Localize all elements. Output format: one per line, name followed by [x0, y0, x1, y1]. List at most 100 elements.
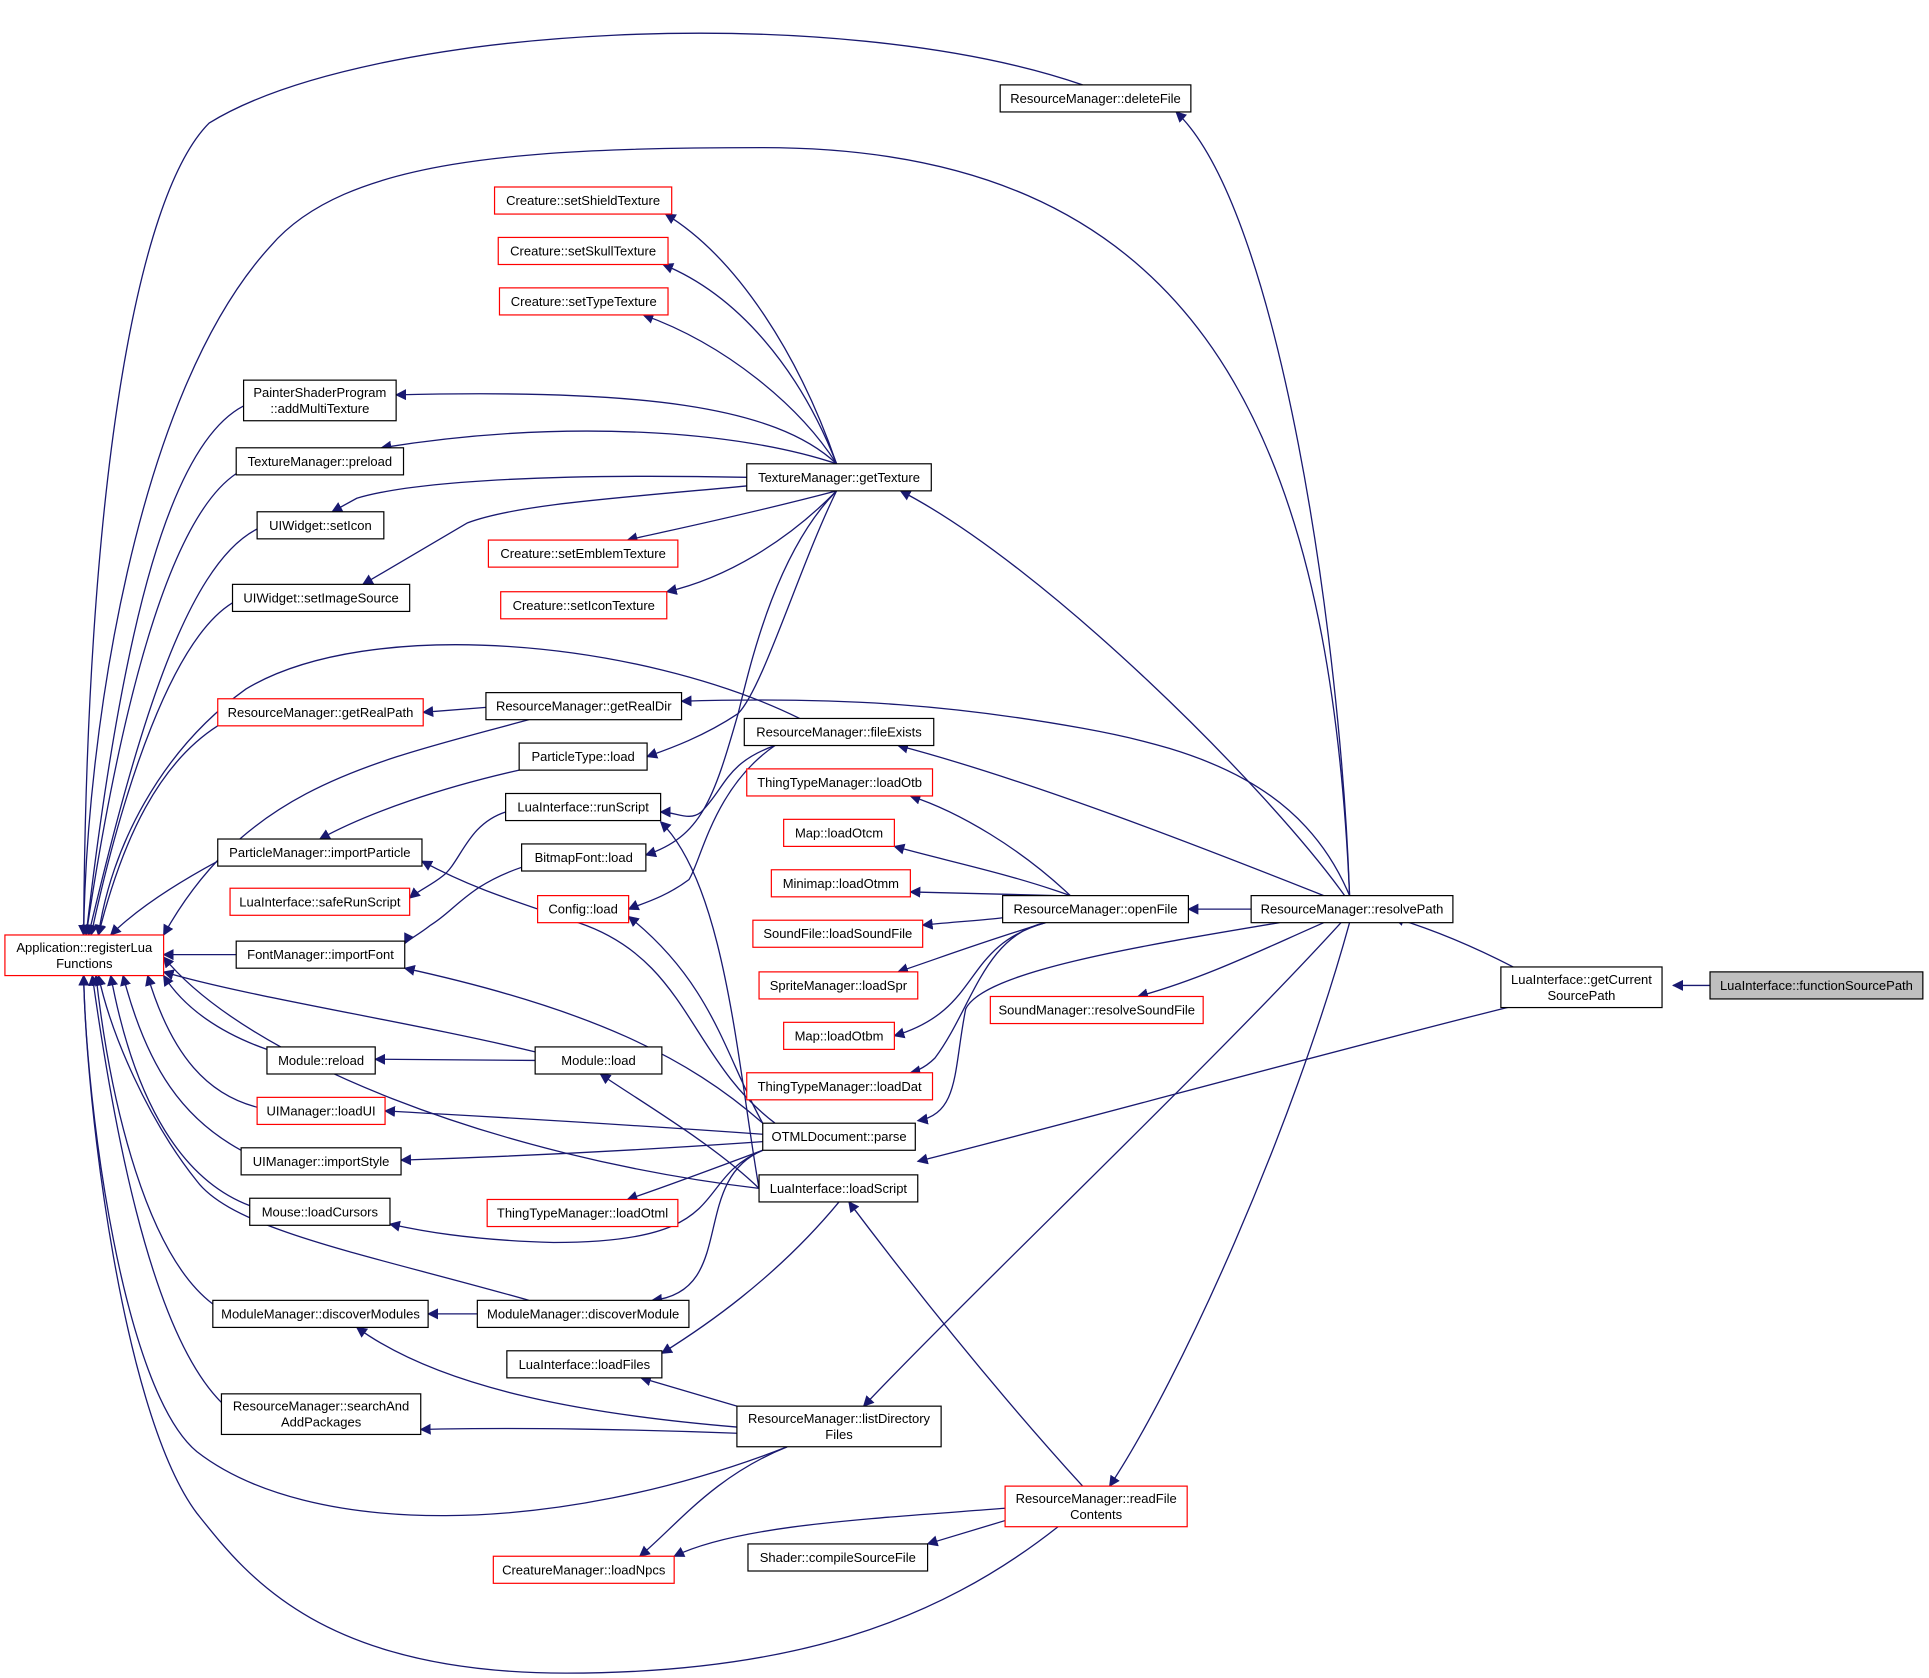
node-box[interactable] — [231, 583, 411, 613]
node-box[interactable] — [242, 379, 397, 422]
node-box[interactable] — [999, 84, 1192, 113]
node-box[interactable] — [235, 447, 405, 476]
node-box[interactable] — [1709, 971, 1924, 1000]
node-box[interactable] — [518, 742, 648, 771]
node-lotb[interactable]: ThingTypeManager::loadOtb — [746, 768, 934, 797]
node-gt[interactable]: TextureManager::getTexture — [746, 463, 932, 492]
node-box[interactable] — [235, 940, 406, 969]
node-cmln[interactable]: CreatureManager::loadNpcs — [492, 1555, 675, 1584]
node-box[interactable] — [217, 698, 424, 727]
node-box[interactable] — [752, 919, 924, 948]
node-box[interactable] — [249, 1197, 391, 1226]
node-box[interactable] — [487, 539, 679, 568]
node-box[interactable] — [746, 1072, 934, 1101]
node-bfl[interactable]: BitmapFont::load — [521, 843, 647, 872]
node-box[interactable] — [1002, 895, 1190, 924]
node-box[interactable] — [1500, 966, 1663, 1009]
node-lilf[interactable]: LuaInterface::loadFiles — [506, 1350, 663, 1379]
node-stt[interactable]: Creature::setTypeTexture — [498, 287, 669, 316]
node-box[interactable] — [521, 843, 647, 872]
node-mlotbm[interactable]: Map::loadOtbm — [783, 1021, 895, 1050]
node-box[interactable] — [746, 768, 934, 797]
node-uiis[interactable]: UIManager::importStyle — [240, 1147, 402, 1176]
node-box[interactable] — [758, 1174, 919, 1203]
node-tmp[interactable]: TextureManager::preload — [235, 447, 405, 476]
node-mlc[interactable]: Mouse::loadCursors — [249, 1197, 391, 1226]
node-box[interactable] — [506, 1350, 663, 1379]
node-wsi[interactable]: UIWidget::setIcon — [256, 511, 385, 540]
node-box[interactable] — [497, 236, 669, 266]
node-rp[interactable]: ResourceManager::resolvePath — [1250, 895, 1454, 924]
node-box[interactable] — [492, 1555, 675, 1584]
node-grd[interactable]: ResourceManager::getRealDir — [485, 692, 683, 721]
node-modrl[interactable]: Module::reload — [266, 1046, 376, 1075]
node-box[interactable] — [493, 186, 673, 215]
node-smls[interactable]: SpriteManager::loadSpr — [758, 971, 919, 1000]
node-grp[interactable]: ResourceManager::getRealPath — [217, 698, 424, 727]
node-box[interactable] — [762, 1122, 916, 1151]
node-box[interactable] — [486, 1198, 679, 1228]
node-fe[interactable]: ResourceManager::fileExists — [743, 717, 935, 747]
node-lrs[interactable]: LuaInterface::runScript — [505, 792, 662, 822]
node-sflsf[interactable]: SoundFile::loadSoundFile — [752, 919, 924, 948]
node-box[interactable] — [498, 287, 669, 316]
node-box[interactable] — [747, 1543, 929, 1572]
node-uilu[interactable]: UIManager::loadUI — [256, 1096, 386, 1126]
node-box[interactable] — [989, 995, 1204, 1025]
node-cfgl[interactable]: Config::load — [537, 895, 630, 924]
node-box[interactable] — [229, 887, 411, 916]
node-box[interactable] — [783, 1021, 895, 1050]
node-sit[interactable]: Creature::setIconTexture — [500, 591, 668, 620]
node-mmlotmm[interactable]: Minimap::loadOtmm — [770, 869, 911, 898]
node-box[interactable] — [256, 1096, 386, 1126]
node-mlotcm[interactable]: Map::loadOtcm — [783, 818, 895, 847]
node-box[interactable] — [736, 1405, 942, 1448]
node-box[interactable] — [1250, 895, 1454, 924]
node-ttmld[interactable]: ThingTypeManager::loadDat — [746, 1072, 934, 1101]
node-ls[interactable]: LuaInterface::loadScript — [758, 1174, 919, 1203]
node-shcsf[interactable]: Shader::compileSourceFile — [747, 1543, 929, 1572]
node-df[interactable]: ResourceManager::deleteFile — [999, 84, 1192, 113]
node-box[interactable] — [266, 1046, 376, 1075]
node-box[interactable] — [537, 895, 630, 924]
node-mmdms[interactable]: ModuleManager::discoverModules — [212, 1299, 429, 1329]
node-fmif[interactable]: FontManager::importFont — [235, 940, 406, 969]
node-box[interactable] — [240, 1147, 402, 1176]
node-ttmlo[interactable]: ThingTypeManager::loadOtml — [486, 1198, 679, 1228]
node-box[interactable] — [746, 463, 932, 492]
node-ptl[interactable]: ParticleType::load — [518, 742, 648, 771]
node-pmip[interactable]: ParticleManager::importParticle — [217, 838, 423, 867]
node-box[interactable] — [1004, 1485, 1188, 1528]
node-lsrs[interactable]: LuaInterface::safeRunScript — [229, 887, 411, 916]
node-box[interactable] — [783, 818, 895, 847]
node-amt[interactable]: PainterShaderProgram::addMultiTexture — [242, 379, 397, 422]
node-set[interactable]: Creature::setEmblemTexture — [487, 539, 679, 568]
node-box[interactable] — [505, 792, 662, 822]
node-fsp[interactable]: LuaInterface::functionSourcePath — [1709, 971, 1924, 1000]
node-wsis[interactable]: UIWidget::setImageSource — [231, 583, 411, 613]
node-modl[interactable]: Module::load — [534, 1046, 663, 1075]
node-rsf[interactable]: SoundManager::resolveSoundFile — [989, 995, 1204, 1025]
node-box[interactable] — [212, 1299, 429, 1329]
node-box[interactable] — [770, 869, 911, 898]
node-box[interactable] — [220, 1393, 422, 1436]
node-box[interactable] — [758, 971, 919, 1000]
node-box[interactable] — [476, 1299, 690, 1329]
node-box[interactable] — [485, 692, 683, 721]
node-mmdm[interactable]: ModuleManager::discoverModule — [476, 1299, 690, 1329]
node-box[interactable] — [500, 591, 668, 620]
node-box[interactable] — [217, 838, 423, 867]
node-skt[interactable]: Creature::setSkullTexture — [497, 236, 669, 266]
node-box[interactable] — [743, 717, 935, 747]
node-box[interactable] — [4, 934, 165, 977]
node-otmlp[interactable]: OTMLDocument::parse — [762, 1122, 916, 1151]
node-of[interactable]: ResourceManager::openFile — [1002, 895, 1190, 924]
node-sst[interactable]: Creature::setShieldTexture — [493, 186, 673, 215]
node-box[interactable] — [534, 1046, 663, 1075]
node-box[interactable] — [256, 511, 385, 540]
